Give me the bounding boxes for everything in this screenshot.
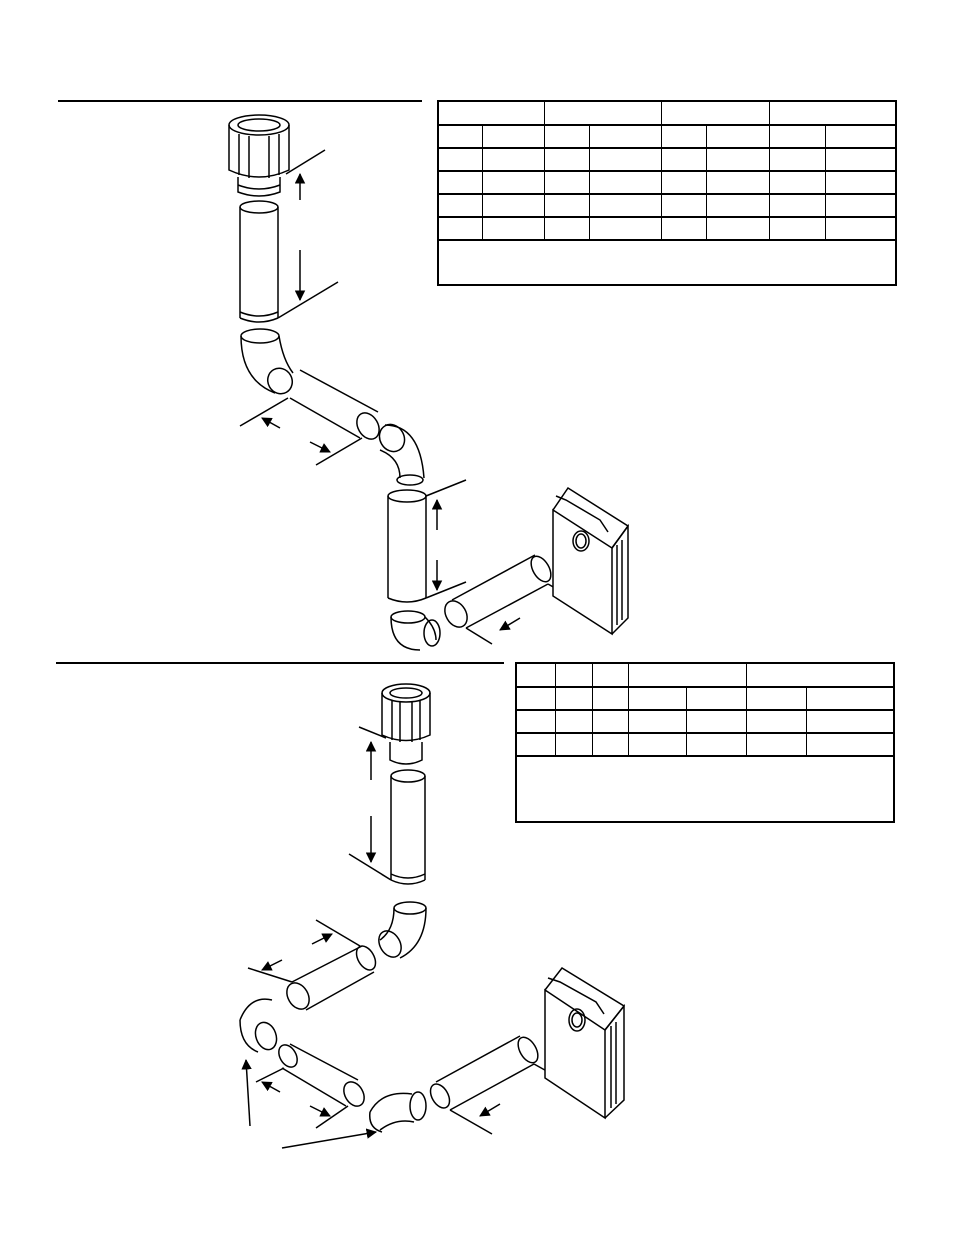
table-row [437, 193, 897, 218]
dimension-line [358, 726, 387, 739]
table-header-cell [554, 662, 593, 688]
table-subheader-cell [591, 686, 629, 711]
dimension-line [255, 1067, 285, 1083]
table-header-cell [543, 100, 662, 126]
table-cell [588, 147, 662, 172]
table-cell [437, 170, 483, 195]
dimension-arrow [261, 1081, 281, 1093]
vent-pipe-icon [286, 945, 377, 1011]
dimension-arrow [261, 959, 283, 971]
table-cell [627, 709, 687, 734]
table-cell [627, 732, 687, 757]
table-header-row [515, 662, 895, 688]
table-header-cell [437, 100, 545, 126]
vent-elbow-icon [240, 328, 294, 395]
table-row [515, 732, 895, 757]
fireplace-unit-icon [544, 967, 626, 1120]
dimension-arrow [309, 441, 331, 453]
pointer-arrow [281, 1128, 378, 1149]
dimension-line [465, 627, 493, 645]
vent-elbow-icon [239, 998, 278, 1053]
vent-pipe-icon [278, 1043, 365, 1107]
table-note [515, 755, 895, 823]
table-subheader-cell [627, 686, 687, 711]
table-subheader-cell [705, 124, 770, 149]
table-cell [543, 216, 590, 241]
table-row [437, 216, 897, 241]
vent-pipe-icon [444, 554, 552, 629]
dimension-line [239, 397, 289, 427]
dimension-line [315, 437, 363, 466]
table-cell [437, 147, 483, 172]
table-note [437, 239, 897, 286]
dimension-arrow [309, 1105, 331, 1117]
table-cell [824, 216, 897, 241]
pointer-arrow [241, 1058, 252, 1127]
table-note-row [437, 239, 897, 286]
table-note-row [515, 755, 895, 823]
table-cell [768, 147, 826, 172]
table-cell [685, 732, 747, 757]
table-cell [588, 216, 662, 241]
section-rule-bottom [56, 662, 504, 664]
table-header-cell [745, 662, 895, 688]
table-cell [588, 170, 662, 195]
table-cell [768, 216, 826, 241]
table-cell [437, 216, 483, 241]
table-cell [660, 170, 707, 195]
section-rule-top [58, 100, 422, 102]
table-cell [554, 732, 593, 757]
vent-elbow-icon [378, 901, 427, 959]
vent-elbow-icon [369, 1091, 427, 1133]
dimension-arrow [261, 417, 281, 429]
fireplace-unit-icon [552, 486, 630, 636]
dimension-line [247, 967, 293, 983]
dimension-line [348, 853, 392, 881]
vent-pipe-icon [387, 489, 427, 603]
table-subheader-cell [685, 686, 747, 711]
dimension-arrow [499, 617, 521, 631]
dimension-line [449, 1109, 493, 1135]
table-row [437, 147, 897, 172]
table-cell [660, 193, 707, 218]
dimension-line [315, 1105, 349, 1129]
table-cell [705, 170, 770, 195]
dimension-arrow [479, 1103, 501, 1117]
vent-pipe-icon [239, 200, 279, 323]
termination-cap-icon [228, 114, 290, 197]
table-row [437, 170, 897, 195]
dimension-arrow [311, 933, 333, 945]
vent-elbow-icon [378, 423, 425, 486]
table-header-cell [768, 100, 897, 126]
table-subheader-cell [588, 124, 662, 149]
vent-specification-table-bottom [515, 662, 895, 823]
vent-pipe-icon [429, 1035, 539, 1111]
table-header-row [437, 100, 897, 126]
dimension-line [425, 479, 467, 497]
dimension-line [315, 919, 361, 947]
dimension-line [425, 581, 467, 599]
dimension-line [285, 149, 326, 175]
table-cell [554, 709, 593, 734]
table-cell [768, 193, 826, 218]
table-cell [768, 170, 826, 195]
termination-cap-icon [381, 683, 431, 765]
table-subheader-cell [660, 124, 707, 149]
vent-pipe-icon [390, 769, 426, 885]
dimension-line [277, 281, 339, 319]
table-cell [824, 147, 897, 172]
vent-specification-table-top [437, 100, 897, 286]
table-header-cell [591, 662, 629, 688]
table-cell [805, 709, 895, 734]
vent-elbow-icon [390, 610, 441, 651]
table-cell [705, 147, 770, 172]
vent-pipe-icon [289, 369, 380, 440]
